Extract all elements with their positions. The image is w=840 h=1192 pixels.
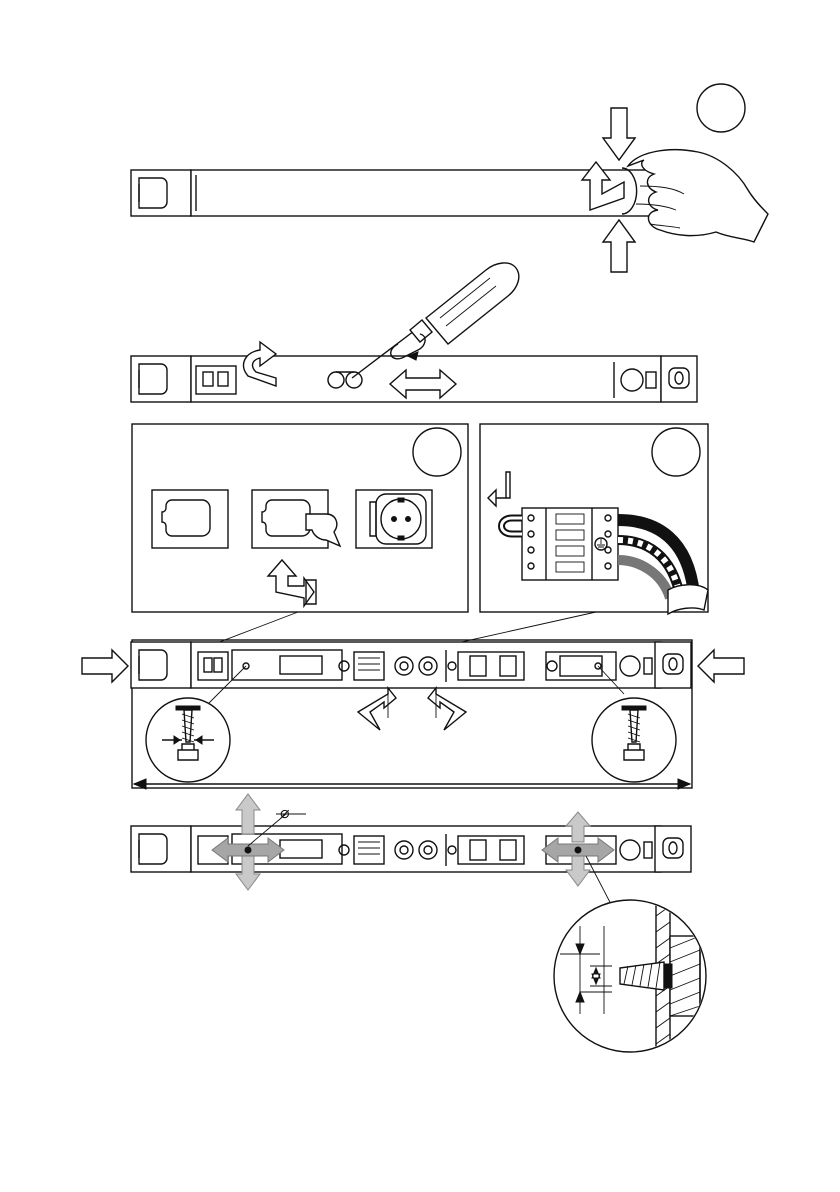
rail-end-cap-left — [131, 170, 191, 216]
push-left-arrow-icon — [698, 650, 744, 682]
step-1-panel — [131, 84, 768, 272]
insert-wire-arrow-icon — [488, 472, 510, 506]
cable-grey — [618, 560, 670, 598]
screw-detail-right — [592, 698, 676, 782]
blank-plate — [152, 490, 228, 548]
plate-removal — [252, 490, 340, 548]
terminal-block-icon — [522, 508, 618, 580]
base-rail-equipped — [191, 642, 661, 688]
cable-sheath — [668, 585, 708, 614]
screw-detail-left — [146, 698, 230, 782]
socket-detail-box — [132, 424, 468, 612]
rail-end-cap-left — [131, 356, 191, 402]
push-right-arrow-icon — [82, 650, 128, 682]
step-marker-circle — [652, 428, 700, 476]
rail-end-cap-left — [131, 642, 191, 688]
diameter-label: ⌀ — [280, 805, 290, 822]
step-4-panel: ⌀ — [131, 794, 706, 1070]
adjust-cross-arrows-right — [542, 812, 614, 886]
step-3-panel — [82, 640, 744, 789]
rail-end-cap-right — [661, 356, 697, 402]
rail-end-cap-right — [655, 826, 691, 872]
rail-end-cap-left — [131, 826, 191, 872]
step-marker-circle — [697, 84, 745, 132]
terminal-detail-box — [480, 424, 708, 614]
insert-arrow-icon — [358, 688, 396, 730]
schuko-socket-icon — [356, 490, 432, 548]
pull-arrow-icon — [306, 514, 340, 546]
step-marker-circle — [413, 428, 461, 476]
step-2-panel — [131, 263, 697, 402]
wall-screw-detail — [554, 890, 706, 1070]
insert-arrow-icon — [428, 688, 466, 730]
push-up-arrow-icon — [603, 220, 635, 272]
insert-arrow-icon — [268, 560, 314, 606]
rail-end-cap-right — [655, 642, 691, 688]
push-down-arrow-icon — [603, 108, 635, 160]
